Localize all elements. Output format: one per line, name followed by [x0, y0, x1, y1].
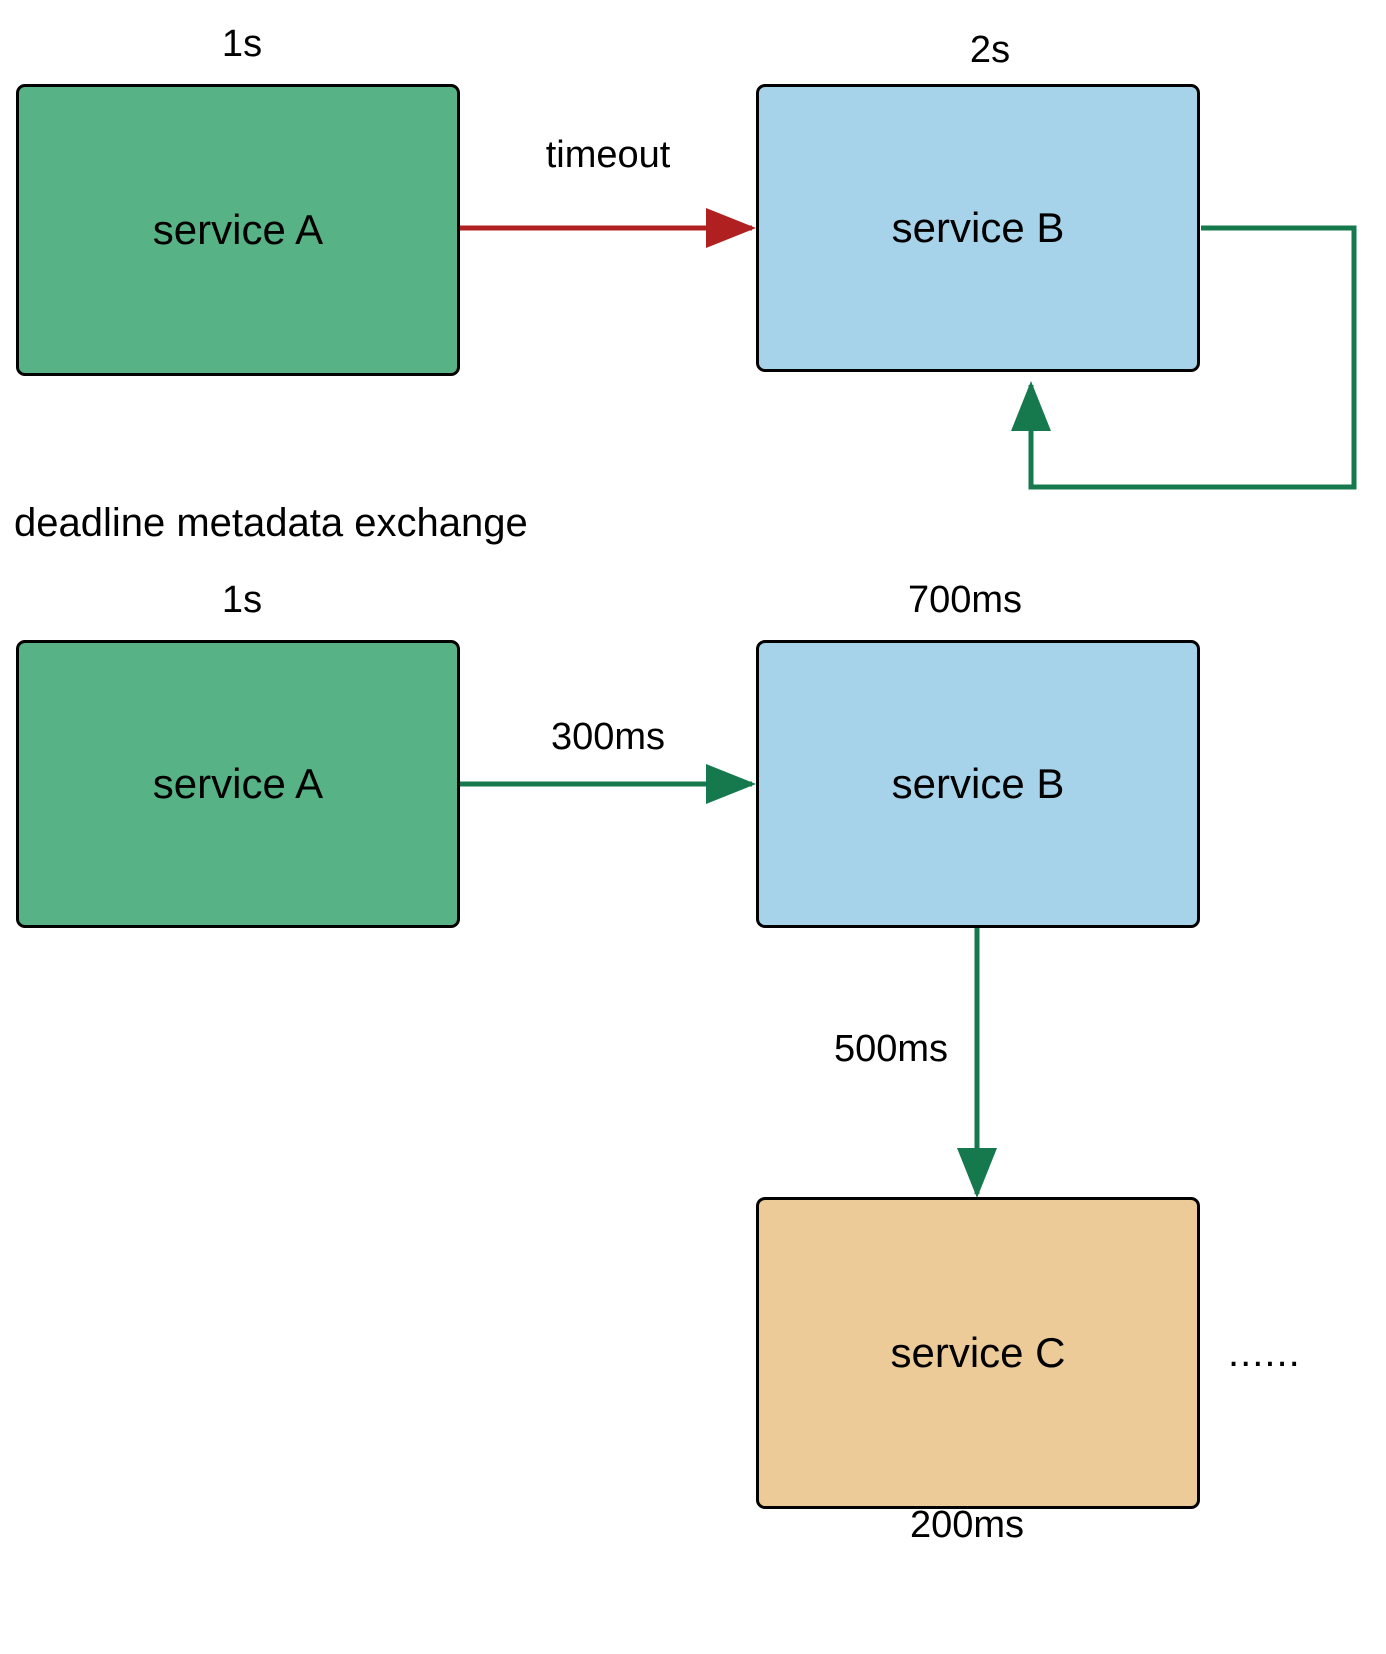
service-a-top-deadline-label: 1s: [221, 23, 263, 65]
edge-500ms-label: 500ms: [833, 1028, 949, 1070]
node-service-b-top[interactable]: service B: [756, 84, 1200, 372]
node-service-b-top-label: service B: [891, 204, 1065, 251]
edge-timeout-label: timeout: [545, 134, 671, 176]
service-b-top-deadline-label: 2s: [969, 29, 1011, 71]
section-title-deadline-metadata-exchange: deadline metadata exchange: [14, 501, 528, 545]
edge-retry-loop-path: [1011, 225, 1357, 490]
node-service-b-bottom[interactable]: service B: [756, 640, 1200, 928]
node-service-a-top[interactable]: service A: [16, 84, 460, 376]
node-service-a-bottom[interactable]: service A: [16, 640, 460, 928]
service-a-bottom-deadline-label: 1s: [221, 579, 263, 621]
node-service-b-bottom-label: service B: [891, 760, 1065, 807]
node-service-a-top-label: service A: [152, 206, 324, 253]
edge-300ms-label: 300ms: [550, 716, 666, 758]
node-service-c-bottom-label: service C: [890, 1329, 1066, 1376]
node-service-c-bottom[interactable]: service C: [756, 1197, 1200, 1509]
service-c-bottom-deadline-label: 200ms: [909, 1504, 1025, 1546]
node-service-a-bottom-label: service A: [152, 760, 324, 807]
service-b-bottom-deadline-label: 700ms: [907, 579, 1023, 621]
continuation-ellipsis: ......: [1228, 1331, 1301, 1375]
